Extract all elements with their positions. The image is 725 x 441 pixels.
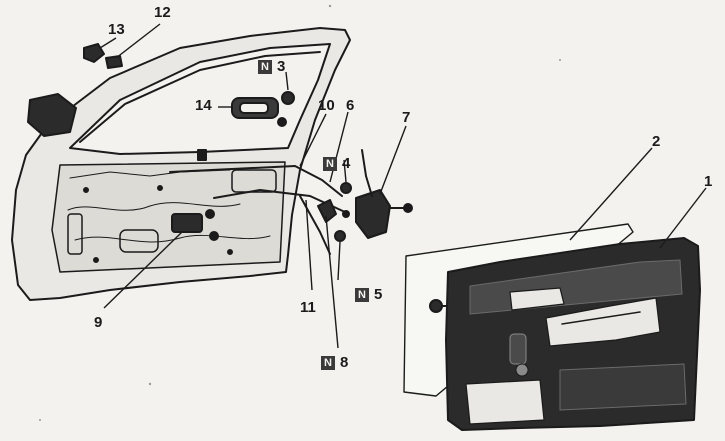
callout-7: 7 <box>402 109 411 126</box>
interior-handle-icon <box>231 97 279 119</box>
small-parts-icon <box>277 91 352 242</box>
callout-12: 12 <box>154 4 171 21</box>
callout-11: 11 <box>300 299 316 316</box>
door-trim-panel-icon <box>445 237 701 431</box>
mirror-icon <box>27 93 77 137</box>
n-badge: N <box>321 356 335 370</box>
callout-5: 5 <box>374 286 383 303</box>
n-badge: N <box>323 157 337 171</box>
n-badge: N <box>258 60 272 74</box>
lock-mechanism-icon <box>355 149 413 239</box>
window-regulator-icon <box>171 209 219 241</box>
n-badge: N <box>355 288 369 302</box>
callout-10: 10 <box>318 97 335 114</box>
leader-lines <box>99 23 707 349</box>
callout-4: 4 <box>342 155 351 172</box>
callout-1: 1 <box>704 173 713 190</box>
clip-icon <box>83 43 123 69</box>
callout-9: 9 <box>94 314 103 331</box>
callout-2: 2 <box>652 133 661 150</box>
texture-dots <box>39 4 561 421</box>
callout-6: 6 <box>346 97 355 114</box>
door-shell-icon <box>11 27 351 301</box>
callout-8: 8 <box>340 354 349 371</box>
callout-14: 14 <box>195 97 212 114</box>
callout-3: 3 <box>277 58 286 75</box>
callout-13: 13 <box>108 21 125 38</box>
